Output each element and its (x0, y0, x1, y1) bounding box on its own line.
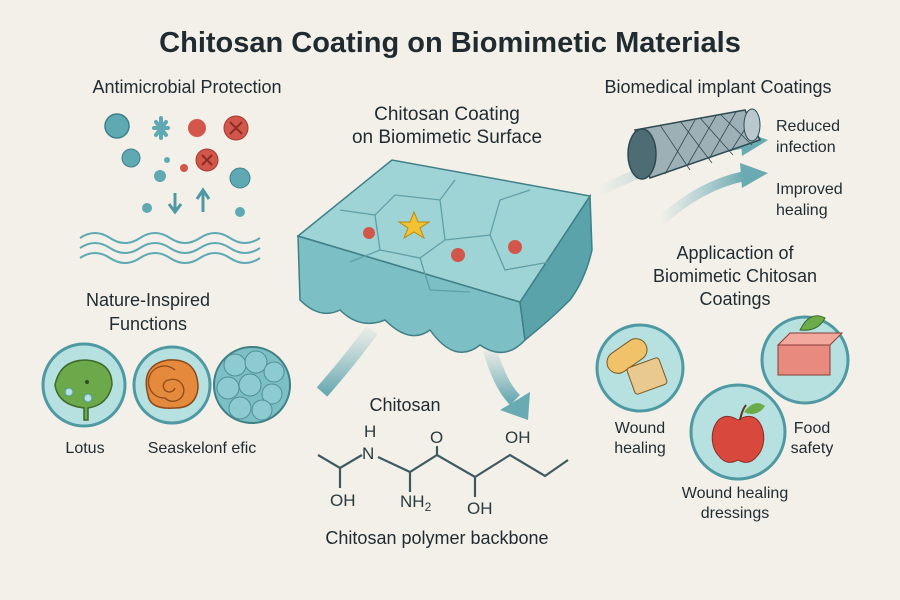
atom-o: O (430, 428, 443, 447)
app-dressings-line1: Wound healing (682, 485, 788, 502)
arrow-to-chitosan-icon (483, 348, 530, 420)
chitosan-structure-icon: H N O OH OH NH2 OH (317, 422, 569, 518)
seashell-icon (132, 345, 212, 425)
nature-heading-line1: Nature-Inspired (86, 290, 210, 310)
atom-nh2: NH2 (400, 492, 432, 514)
lotus-leaf-icon (41, 342, 127, 428)
atom-oh-left: OH (330, 491, 356, 510)
app-food-safety-line1: Food (794, 420, 830, 437)
atom-oh-bottom: OH (467, 499, 493, 518)
nature-item-lotus: Lotus (65, 440, 104, 457)
applications-heading-line1: Applicaction of (676, 243, 794, 263)
food-block-icon (760, 315, 850, 405)
benefit-reduced-infection-line1: Reduced (776, 118, 840, 135)
app-dressings-line2: dressings (701, 505, 769, 522)
atom-n: N (362, 444, 374, 463)
arrow-to-nature-icon (316, 325, 378, 397)
wave-surface-icon (79, 232, 261, 264)
nature-item-seashell: Seaskelonf efic (148, 440, 257, 457)
app-wound-healing-line2: healing (614, 440, 666, 457)
chitosan-label: Chitosan (369, 395, 440, 415)
page-title: Chitosan Coating on Biomimetic Materials (159, 27, 741, 59)
biomimetic-surface-slab-icon (296, 159, 593, 354)
app-wound-healing-line1: Wound (615, 420, 665, 437)
implant-heading: Biomedical implant Coatings (604, 77, 831, 97)
chitosan-caption: Chitosan polymer backbone (325, 528, 548, 548)
applications-heading-line3: Coatings (699, 289, 770, 309)
atom-oh-top: OH (505, 428, 531, 447)
nature-heading-line2: Functions (109, 314, 187, 334)
benefit-improved-healing-line2: healing (776, 202, 828, 219)
app-food-safety-line2: safety (791, 440, 834, 457)
applications-heading-line2: Biomimetic Chitosan (653, 266, 817, 286)
stent-implant-icon (627, 108, 762, 180)
center-heading-line2: on Biomimetic Surface (352, 127, 542, 148)
atom-h: H (364, 422, 376, 441)
antimicrobial-heading: Antimicrobial Protection (92, 77, 281, 97)
bacteria-particles-icon (104, 113, 251, 217)
apple-icon (689, 383, 787, 481)
benefit-reduced-infection-line2: infection (776, 139, 836, 156)
benefit-improved-healing-line1: Improved (776, 181, 843, 198)
wound-dressing-icon (595, 323, 685, 413)
center-heading-line1: Chitosan Coating (374, 104, 520, 125)
scales-texture-icon (213, 346, 291, 424)
